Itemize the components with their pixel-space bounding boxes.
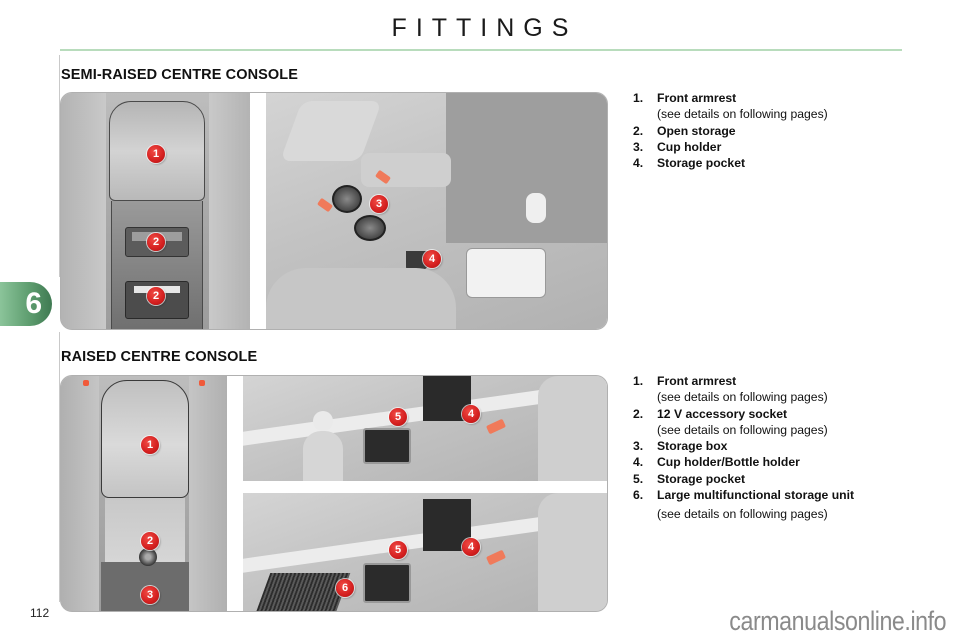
legend-item: 3. Storage box (633, 439, 728, 454)
page-title: FITTINGS (391, 14, 578, 42)
seat-shape (538, 493, 607, 611)
legend-item: 5. Storage pocket (633, 471, 746, 486)
callout-2: 2 (141, 532, 159, 550)
callout-4: 4 (462, 538, 480, 556)
legend-item: 4. Cup holder/Bottle holder (633, 455, 800, 470)
callout-5: 5 (389, 408, 407, 426)
seatbelt-tip-left-shape (83, 380, 89, 386)
left-seat-shape (61, 93, 106, 329)
callout-3: 3 (141, 586, 159, 604)
section-heading-semi-raised: SEMI-RAISED CENTRE CONSOLE (61, 67, 299, 83)
callout-5: 5 (389, 541, 407, 559)
seatbelt-buckle-shape (316, 197, 334, 213)
semi-raised-legend: 1. Front armrest (see details on followi… (633, 90, 828, 171)
accessory-socket-shape (139, 548, 157, 566)
legend-item: 2. Open storage (633, 123, 736, 138)
seatbelt-tip-right-shape (199, 380, 205, 386)
legend-item: 1. Front armrest (633, 374, 737, 388)
right-seat-shape (209, 93, 250, 329)
legend-note: (see details on following pages) (657, 107, 828, 122)
raised-top-view-image: 1 2 3 (61, 376, 227, 611)
multifunctional-storage-shutter-shape (255, 573, 351, 611)
semi-raised-perspective-image: 3 4 (266, 93, 607, 329)
cup-holder-rear-shape (354, 215, 386, 241)
legend-note: (see details on following pages) (657, 390, 828, 405)
title-divider (60, 49, 902, 51)
chapter-tab[interactable]: 6 (0, 282, 52, 326)
gear-knob-shape (526, 193, 546, 223)
seat-shape (538, 376, 607, 481)
gear-selector-shape (466, 248, 546, 298)
left-seat-shape (61, 376, 99, 611)
armrest-shape (280, 101, 382, 161)
right-seat-shape (189, 376, 227, 611)
chapter-number: 6 (25, 287, 42, 320)
semi-raised-console-figure: 1 2 2 3 4 (60, 92, 608, 330)
storage-pocket-shape (363, 563, 411, 603)
raised-perspective-image-a: 5 4 (243, 376, 607, 481)
seat-back-shape (361, 153, 451, 187)
margin-line-top (59, 55, 60, 277)
legend-item: 2. 12 V accessory socket (633, 406, 788, 421)
background-panel-shape (446, 93, 607, 243)
page-number: 112 (30, 606, 50, 620)
callout-3: 3 (370, 195, 388, 213)
storage-pocket-shape (363, 428, 411, 464)
gear-boot-shape (303, 431, 343, 481)
legend-item: 3. Cup holder (633, 139, 722, 154)
callout-6: 6 (336, 579, 354, 597)
cup-holder-front-shape (332, 185, 362, 213)
legend-item: 1. Front armrest (633, 91, 737, 105)
callout-2: 2 (147, 287, 165, 305)
legend-item: 4. Storage pocket (633, 156, 746, 171)
semi-raised-top-view-image: 1 2 2 (61, 93, 250, 329)
seat-cushion-shape (266, 268, 456, 329)
legend-note: (see details on following pages) (657, 507, 828, 522)
callout-1: 1 (141, 436, 159, 454)
callout-4: 4 (423, 250, 441, 268)
gear-knob-shape (313, 411, 333, 431)
raised-console-figure: 1 2 3 5 4 5 4 6 (60, 375, 608, 612)
raised-legend: 1. Front armrest (see details on followi… (633, 373, 907, 523)
legend-note: (see details on following pages) (657, 422, 828, 437)
seatbelt-buckle-shape (485, 549, 507, 566)
callout-4: 4 (462, 405, 480, 423)
legend-item: 6. Large multifunctional storage unit (633, 488, 855, 503)
margin-line-bottom (59, 332, 60, 602)
raised-perspective-image-b: 5 4 6 (243, 493, 607, 611)
callout-2: 2 (147, 233, 165, 251)
seatbelt-buckle-shape (485, 418, 507, 435)
watermark: carmanualsonline.info (729, 606, 946, 636)
section-heading-raised: RAISED CENTRE CONSOLE (61, 349, 258, 365)
callout-1: 1 (147, 145, 165, 163)
